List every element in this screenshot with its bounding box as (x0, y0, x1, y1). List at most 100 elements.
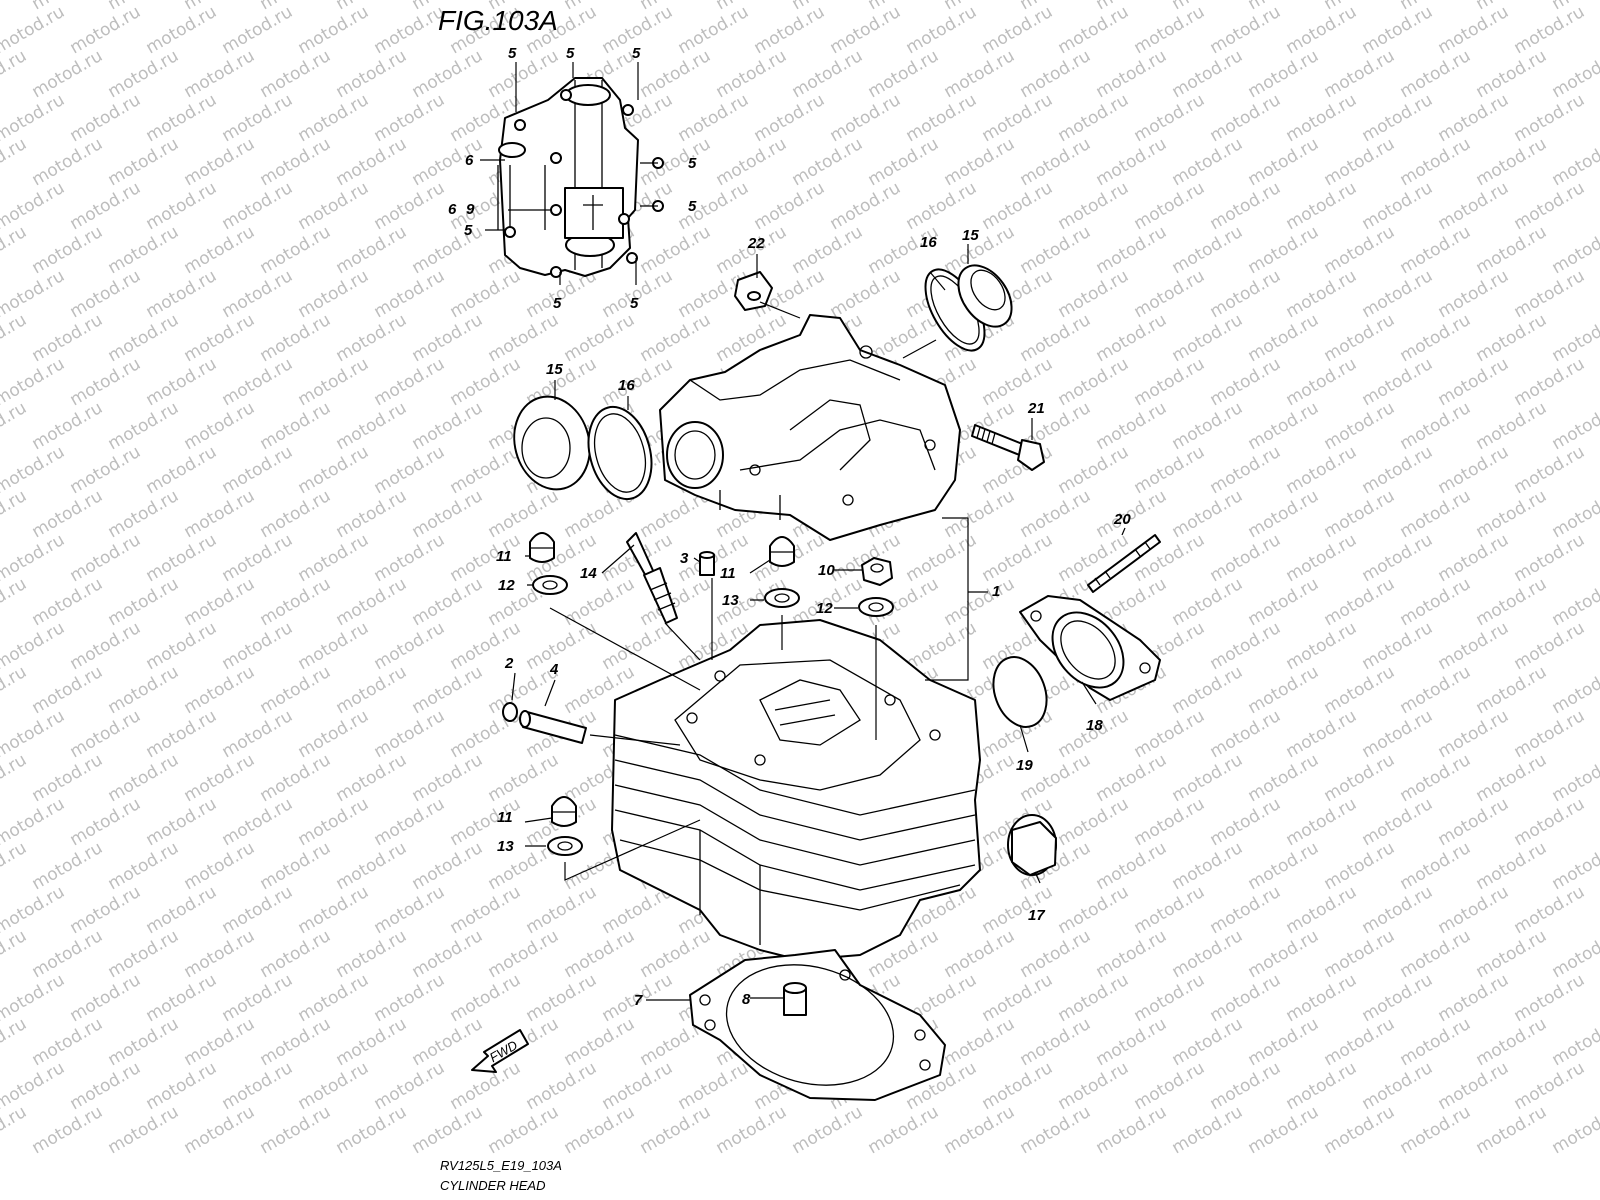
watermark-text: motod.ru (67, 442, 145, 498)
callout-1: 1 (992, 583, 1000, 600)
watermark-text: motod.ru (1435, 970, 1513, 1026)
watermark-text: motod.ru (219, 530, 297, 586)
watermark-text: motod.ru (1511, 354, 1589, 410)
watermark-text: motod.ru (1131, 794, 1209, 850)
part-19-oring (992, 656, 1048, 728)
watermark-text: motod.ru (1473, 310, 1551, 366)
watermark-text: motod.ru (1397, 46, 1475, 102)
watermark-text: motod.ru (1207, 970, 1285, 1026)
watermark-text: motod.ru (865, 1102, 943, 1158)
watermark-text: motod.ru (143, 970, 221, 1026)
watermark-text: motod.ru (561, 1102, 639, 1158)
watermark-text: motod.ru (903, 178, 981, 234)
watermark-text: motod.ru (941, 1102, 1019, 1158)
watermark-text: motod.ru (979, 2, 1057, 58)
watermark-text: motod.ru (257, 926, 335, 982)
watermark-text: motod.ru (1207, 178, 1285, 234)
part-13-washer-a (764, 588, 800, 608)
watermark-text: motod.ru (295, 266, 373, 322)
watermark-text: motod.ru (333, 222, 411, 278)
watermark-text: motod.ru (371, 90, 449, 146)
watermark-text: motod.ru (219, 706, 297, 762)
watermark-text: motod.ru (941, 574, 1019, 630)
watermark-text: motod.ru (333, 134, 411, 190)
watermark-text: motod.ru (0, 1102, 30, 1158)
watermark-text: motod.ru (1359, 442, 1437, 498)
watermark-text: motod.ru (637, 926, 715, 982)
watermark-text: motod.ru (219, 618, 297, 674)
watermark-text: motod.ru (1169, 838, 1247, 894)
watermark-text: motod.ru (0, 574, 30, 630)
watermark-text: motod.ru (29, 134, 107, 190)
callout-9: 9 (466, 201, 475, 218)
watermark-text: motod.ru (1435, 794, 1513, 850)
watermark-text: motod.ru (523, 618, 601, 674)
watermark-text: motod.ru (1511, 706, 1589, 762)
watermark-text: motod.ru (485, 750, 563, 806)
watermark-text: motod.ru (371, 442, 449, 498)
watermark-text: motod.ru (1359, 354, 1437, 410)
watermark-text: motod.ru (295, 882, 373, 938)
watermark-text: motod.ru (29, 310, 107, 366)
watermark-text: motod.ru (485, 1102, 563, 1158)
part-12-washer-b (858, 597, 894, 617)
watermark-text: motod.ru (105, 662, 183, 718)
watermark-text: motod.ru (1283, 442, 1361, 498)
callout-11: 11 (720, 565, 736, 582)
watermark-text: motod.ru (1359, 530, 1437, 586)
leader-lines (480, 62, 1126, 1001)
watermark-text: motod.ru (1207, 90, 1285, 146)
watermark-text: motod.ru (1359, 706, 1437, 762)
watermark-text: motod.ru (789, 46, 867, 102)
part-8-dowel (783, 982, 807, 1016)
watermark-text: motod.ru (827, 90, 905, 146)
callout-19: 19 (1016, 757, 1033, 774)
head-cover-gasket (497, 77, 664, 278)
part-18-intake (1019, 595, 1161, 701)
watermark-text: motod.ru (0, 970, 68, 1026)
watermark-text: motod.ru (1055, 90, 1133, 146)
watermark-text: motod.ru (219, 178, 297, 234)
watermark-text: motod.ru (1245, 750, 1323, 806)
watermark-text: motod.ru (1511, 618, 1589, 674)
watermark-text: motod.ru (675, 1058, 753, 1114)
watermark-text: motod.ru (1207, 442, 1285, 498)
part-4-pin (519, 710, 587, 744)
watermark-text: motod.ru (219, 882, 297, 938)
watermark-text: motod.ru (257, 1102, 335, 1158)
watermark-text: motod.ru (1017, 222, 1095, 278)
watermark-text: motod.ru (1283, 618, 1361, 674)
watermark-text: motod.ru (1017, 1102, 1095, 1158)
watermark-text: motod.ru (1093, 838, 1171, 894)
watermark-text: motod.ru (67, 970, 145, 1026)
watermark-text: motod.ru (0, 178, 68, 234)
callout-5: 5 (688, 155, 697, 172)
watermark-text: motod.ru (1093, 134, 1171, 190)
watermark-text: motod.ru (941, 134, 1019, 190)
watermark-text: motod.ru (1245, 838, 1323, 894)
watermark-text: motod.ru (1093, 398, 1171, 454)
watermark-text: motod.ru (1131, 2, 1209, 58)
watermark-text: motod.ru (1017, 926, 1095, 982)
watermark-text: motod.ru (1131, 530, 1209, 586)
watermark-text: motod.ru (1397, 838, 1475, 894)
watermark-text: motod.ru (181, 662, 259, 718)
callout-8: 8 (742, 991, 751, 1008)
watermark-text: motod.ru (1207, 354, 1285, 410)
watermark-text: motod.ru (181, 1014, 259, 1070)
watermark-text: motod.ru (1245, 1102, 1323, 1158)
watermark-text: motod.ru (1435, 354, 1513, 410)
watermark-text: motod.ru (979, 1058, 1057, 1114)
watermark-text: motod.ru (561, 310, 639, 366)
watermark-text: motod.ru (751, 2, 829, 58)
watermark-text: motod.ru (29, 662, 107, 718)
watermark-text: motod.ru (1245, 486, 1323, 542)
watermark-text: motod.ru (29, 222, 107, 278)
watermark-text: motod.ru (257, 486, 335, 542)
watermark-text: motod.ru (561, 574, 639, 630)
callout-11: 11 (497, 809, 513, 826)
part-20-stud (1087, 534, 1161, 593)
watermark-text: motod.ru (67, 882, 145, 938)
part-10-nut (861, 557, 893, 586)
watermark-text: motod.ru (143, 530, 221, 586)
